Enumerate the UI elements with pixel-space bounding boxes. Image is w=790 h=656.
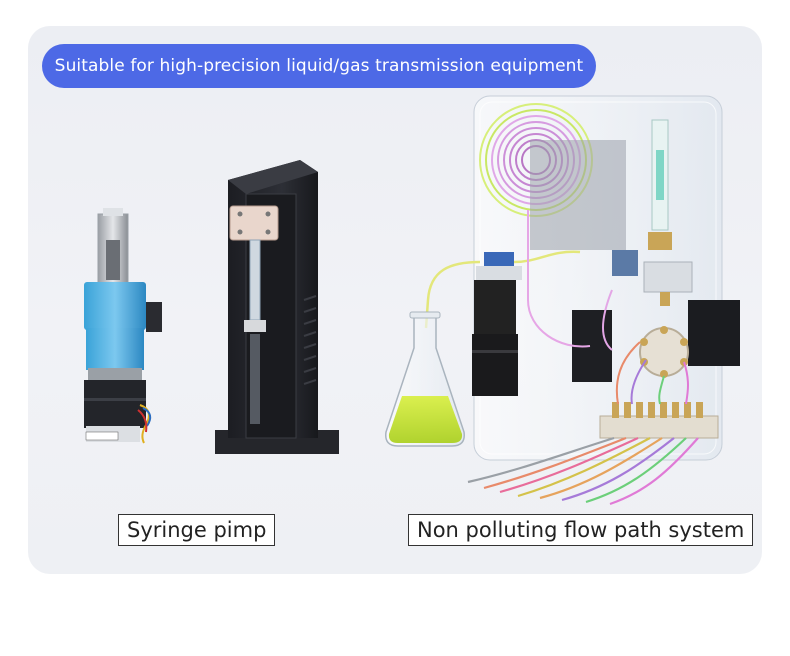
flow-path-system-image — [385, 95, 740, 506]
syringe-pump-label: Syringe pimp — [118, 514, 276, 546]
feature-banner: Suitable for high-precision liquid/gas t… — [42, 44, 596, 88]
blue-syringe-pump-image — [84, 208, 162, 444]
flow-path-system-label: Non polluting flow path system — [408, 514, 754, 546]
black-syringe-pump-image — [215, 160, 339, 454]
